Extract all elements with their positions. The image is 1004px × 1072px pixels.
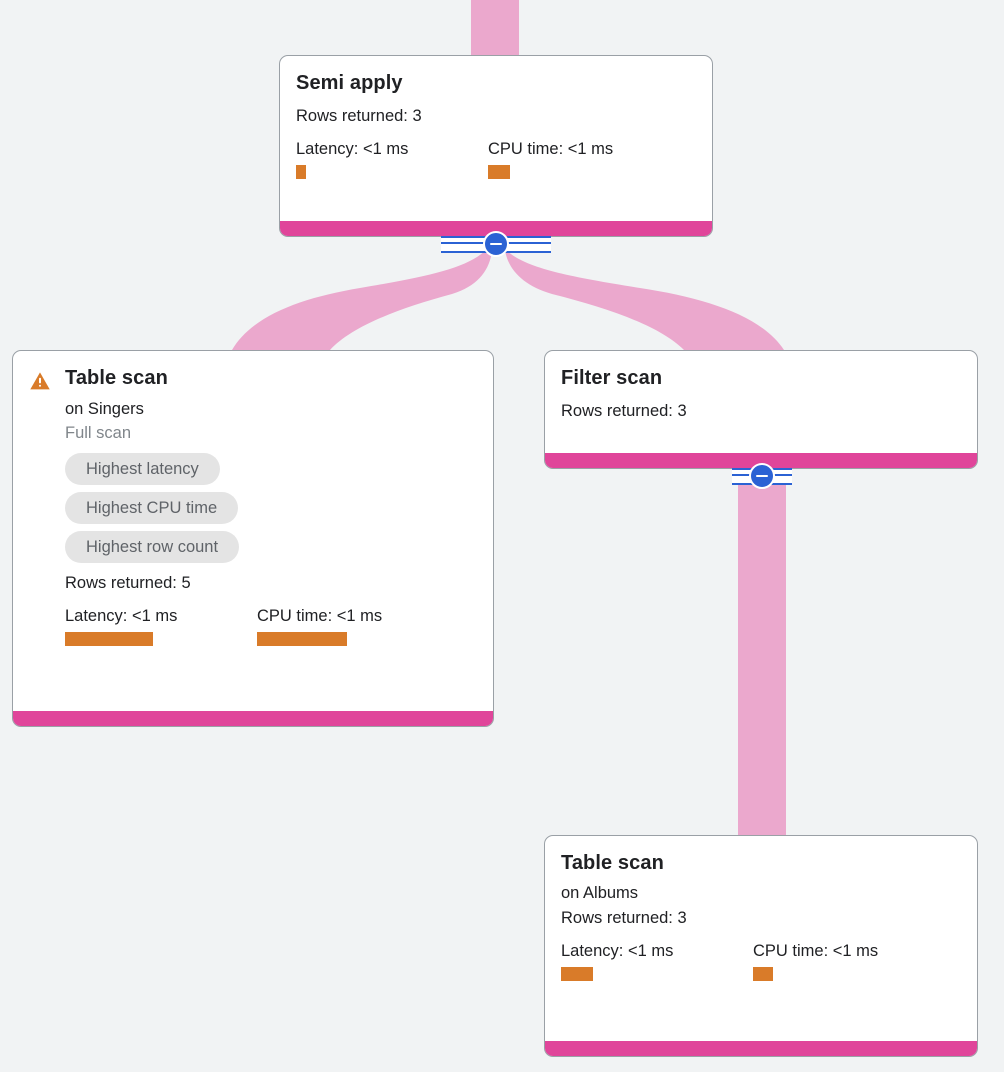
metric-latency-label: Latency: <1 ms: [65, 607, 178, 625]
metric-latency-label: Latency: <1 ms: [296, 140, 409, 158]
metric-latency-bar: [65, 632, 153, 646]
node-body: Table scan on Albums Rows returned: 3 La…: [545, 836, 977, 1041]
metric-cpu-label: CPU time: <1 ms: [257, 607, 383, 625]
node-header: Semi apply: [296, 70, 696, 96]
node-footer-bar: [545, 453, 977, 468]
plan-node-table-scan-singers[interactable]: Table scan on Singers Full scan Highest …: [12, 350, 494, 727]
edge-semi-apply-to-filter-scan: [503, 247, 784, 350]
rows-returned: Rows returned: 3: [561, 909, 687, 927]
node-subtitle: on Albums: [561, 884, 639, 902]
node-title: Table scan: [561, 852, 664, 874]
metric-cpu: CPU time: <1 ms: [257, 605, 382, 646]
metric-latency: Latency: <1 ms: [561, 940, 753, 981]
metric-latency-label: Latency: <1 ms: [561, 942, 674, 960]
node-body: Table scan on Singers Full scan Highest …: [13, 351, 493, 711]
edge-semi-apply-to-table-scan-singers: [232, 247, 492, 350]
node-body: Filter scan Rows returned: 3: [545, 351, 977, 453]
node-title: Table scan: [65, 367, 168, 389]
metric-latency-bar: [561, 967, 593, 981]
minus-icon[interactable]: [483, 231, 509, 257]
node-scan-type: Full scan: [65, 424, 132, 442]
node-title: Filter scan: [561, 367, 663, 389]
badge-highest-cpu-time: Highest CPU time: [65, 492, 239, 524]
edge-filter-scan-to-table-scan-albums: [738, 476, 786, 840]
node-footer-bar: [545, 1041, 977, 1056]
metric-latency: Latency: <1 ms: [65, 605, 257, 646]
plan-node-filter-scan[interactable]: Filter scan Rows returned: 3: [544, 350, 978, 469]
warning-triangle-icon: [30, 372, 50, 390]
badge-highest-row-count: Highest row count: [65, 531, 240, 563]
minus-icon[interactable]: [749, 463, 775, 489]
node-footer-bar: [280, 221, 712, 236]
node-title: Semi apply: [296, 72, 403, 94]
metric-cpu-bar: [753, 967, 773, 981]
edge-root-to-semi-apply: [471, 0, 519, 56]
collapse-toggle-semi-apply[interactable]: [441, 231, 551, 257]
node-body: Semi apply Rows returned: 3 Latency: <1 …: [280, 56, 712, 221]
metric-cpu: CPU time: <1 ms: [488, 138, 613, 179]
badge-highest-latency: Highest latency: [65, 453, 220, 485]
node-header: Table scan: [561, 850, 961, 876]
rows-returned: Rows returned: 3: [296, 107, 422, 125]
metric-cpu: CPU time: <1 ms: [753, 940, 878, 981]
node-footer-bar: [13, 711, 493, 726]
node-badges: Highest latency Highest CPU time Highest…: [65, 453, 477, 563]
collapse-toggle-filter-scan[interactable]: [707, 463, 817, 489]
plan-node-table-scan-albums[interactable]: Table scan on Albums Rows returned: 3 La…: [544, 835, 978, 1057]
metric-cpu-bar: [488, 165, 510, 179]
node-metrics: Latency: <1 ms CPU time: <1 ms: [296, 138, 696, 179]
metric-cpu-label: CPU time: <1 ms: [488, 140, 614, 158]
metric-cpu-label: CPU time: <1 ms: [753, 942, 879, 960]
node-metrics: Latency: <1 ms CPU time: <1 ms: [65, 605, 477, 646]
metric-cpu-bar: [257, 632, 347, 646]
metric-latency: Latency: <1 ms: [296, 138, 488, 179]
node-subtitle: on Singers: [65, 400, 144, 418]
node-metrics: Latency: <1 ms CPU time: <1 ms: [561, 940, 961, 981]
node-header: Filter scan: [561, 365, 961, 391]
rows-returned: Rows returned: 5: [65, 574, 191, 592]
metric-latency-bar: [296, 165, 306, 179]
node-header: Table scan: [29, 365, 477, 392]
plan-node-semi-apply[interactable]: Semi apply Rows returned: 3 Latency: <1 …: [279, 55, 713, 237]
rows-returned: Rows returned: 3: [561, 402, 687, 420]
